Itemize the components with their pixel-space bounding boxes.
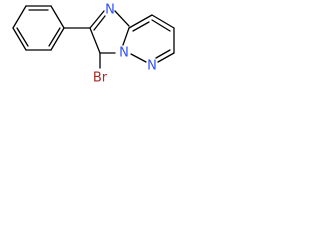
- double-bond-inner: [132, 21, 150, 32]
- double-bond-inner: [16, 27, 29, 47]
- bond: [157, 52, 175, 63]
- double-bond-inner: [151, 19, 171, 32]
- double-bond-inner: [155, 49, 171, 59]
- bond: [89, 27, 101, 54]
- molecule-structure: N N N Br: [12, 3, 175, 86]
- atom-label-nitrogen-bridgehead: N: [119, 46, 129, 61]
- atom-label-nitrogen-pyridazine: N: [147, 59, 157, 74]
- bond: [89, 10, 105, 29]
- bond: [12, 5, 27, 29]
- imidazole-ring: [89, 10, 130, 54]
- bond: [151, 14, 175, 29]
- bond: [122, 27, 130, 46]
- bond: [114, 10, 130, 27]
- bond: [130, 53, 147, 63]
- atom-label-nitrogen-imine: N: [105, 3, 115, 18]
- bond: [128, 14, 153, 29]
- phenyl-ring: [12, 5, 65, 51]
- bond: [50, 5, 65, 29]
- bond: [50, 27, 65, 51]
- double-bond-inner: [93, 15, 106, 31]
- bond: [12, 27, 27, 51]
- double-bond-inner: [48, 27, 61, 47]
- pyridazine-ring: [128, 14, 175, 63]
- atom-label-bromine: Br: [93, 71, 108, 86]
